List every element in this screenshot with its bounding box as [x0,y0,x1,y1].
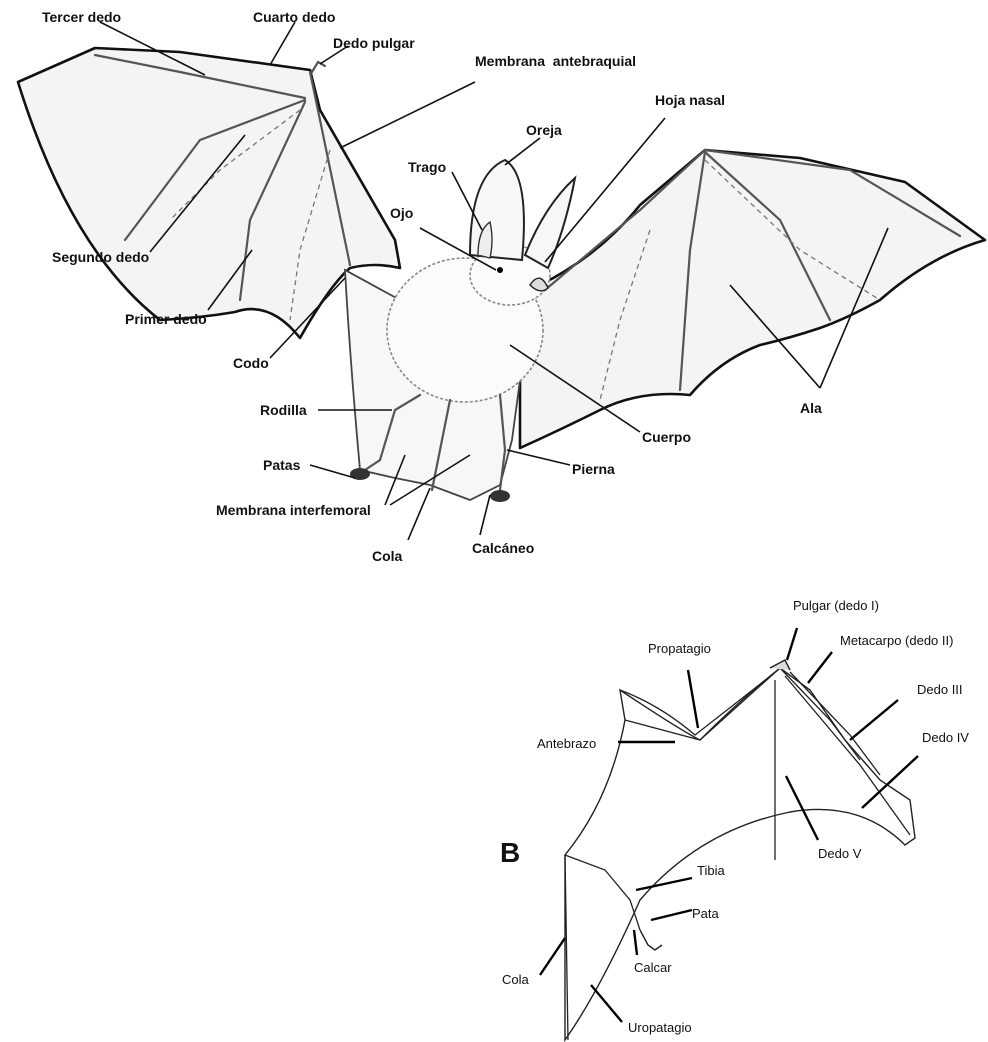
label-membrana-antebraquial: Membrana antebraquial [475,53,636,69]
panel-letter-b: B [500,837,520,868]
label-pulgar: Pulgar (dedo I) [793,598,879,613]
leader-dedo-iii [850,700,898,740]
label-cola-a: Cola [372,548,403,564]
label-rodilla: Rodilla [260,402,307,418]
leader-pulgar [787,628,797,660]
label-trago: Trago [408,159,446,175]
label-calcar: Calcar [634,960,672,975]
label-cuerpo: Cuerpo [642,429,691,445]
leader-uropatagio [591,985,622,1022]
foot-b [640,930,662,950]
label-uropatagio: Uropatagio [628,1020,692,1035]
label-dedo-pulgar: Dedo pulgar [333,35,415,51]
bat-illustration-a: Tercer dedo Cuarto dedo Dedo pulgar Memb… [0,0,988,580]
label-pata: Pata [692,906,720,921]
leader-pierna [507,450,570,465]
leader-patas [310,465,355,478]
label-calcaneo: Calcáneo [472,540,534,556]
label-tercer-dedo: Tercer dedo [42,9,121,25]
leader-cuarto-dedo [270,22,295,65]
label-patas: Patas [263,457,301,473]
label-cuarto-dedo: Cuarto dedo [253,9,335,25]
leader-pata [651,910,692,920]
leader-calcar [634,930,637,955]
left-wing [18,48,400,338]
label-cola-b: Cola [502,972,530,987]
label-metacarpo: Metacarpo (dedo II) [840,633,953,648]
label-antebrazo: Antebrazo [537,736,596,751]
label-tibia: Tibia [697,863,725,878]
right-foot [490,490,510,502]
leader-oreja [505,138,540,165]
label-dedo-iv: Dedo IV [922,730,969,745]
label-propatagio: Propatagio [648,641,711,656]
thumb-claw [312,62,325,72]
leader-membrana-antebraquial [340,82,475,148]
panel-b-wing-anatomy: Pulgar (dedo I) Metacarpo (dedo II) Prop… [0,580,988,1042]
leader-calcaneo [480,495,490,535]
label-ala: Ala [800,400,822,416]
bat-illustration-b: Pulgar (dedo I) Metacarpo (dedo II) Prop… [0,580,988,1042]
leader-cola [408,488,430,540]
leader-metacarpo [808,652,832,683]
label-dedo-v: Dedo V [818,846,862,861]
label-membrana-interfemoral: Membrana interfemoral [216,502,371,518]
label-ojo: Ojo [390,205,413,221]
label-oreja: Oreja [526,122,562,138]
bat-eye [497,267,503,273]
label-codo: Codo [233,355,269,371]
leader-cola-b [540,938,565,975]
panel-a-bat-anatomy: Tercer dedo Cuarto dedo Dedo pulgar Memb… [0,0,988,580]
wing-b-membrane [565,668,915,1040]
label-segundo-dedo: Segundo dedo [52,249,149,265]
leader-propatagio [688,670,698,728]
bat-ear-right [525,178,575,268]
thumb-b [770,660,790,670]
label-primer-dedo: Primer dedo [125,311,207,327]
label-pierna: Pierna [572,461,615,477]
label-hoja-nasal: Hoja nasal [655,92,725,108]
label-dedo-iii: Dedo III [917,682,963,697]
